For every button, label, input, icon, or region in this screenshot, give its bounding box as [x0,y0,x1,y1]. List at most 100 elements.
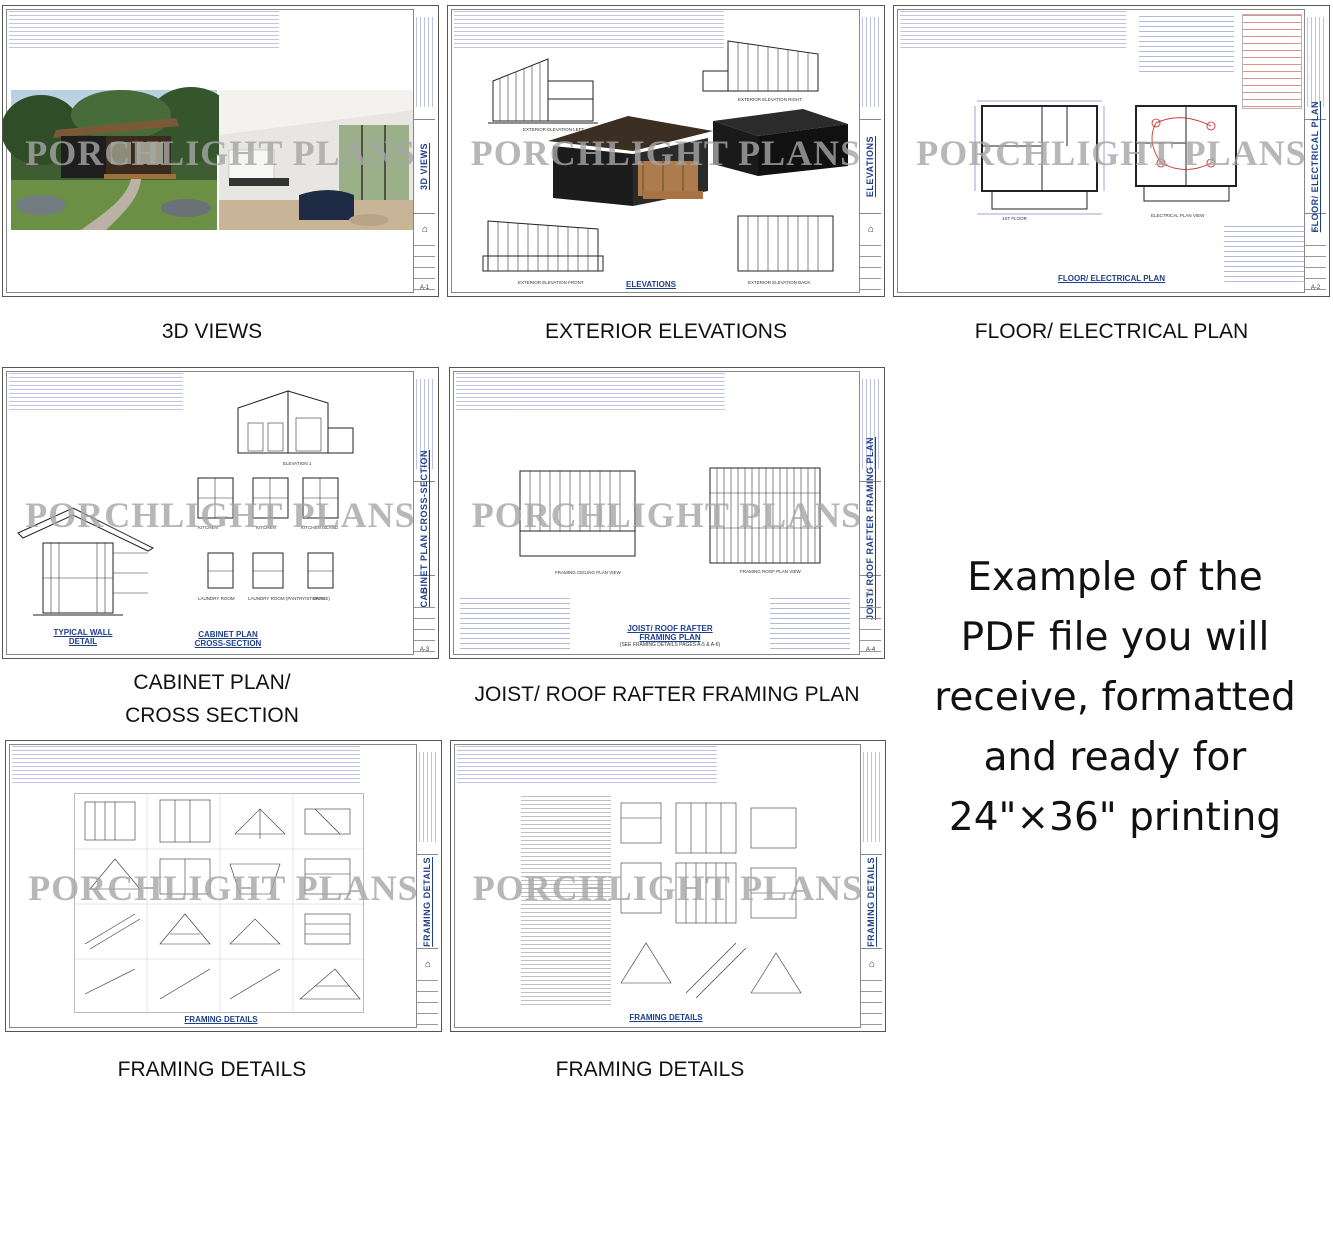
title-block: JOIST/ ROOF RAFTER FRAMING PLAN ⌂ A-4 [859,371,881,655]
house-logo-icon: ⌂ [867,586,875,597]
svg-text:EXTERIOR ELEVATION RIGHT: EXTERIOR ELEVATION RIGHT [738,97,802,102]
interior-render-image [219,90,413,230]
caption-framing-details-1: FRAMING DETAILS [117,1058,307,1081]
drawing-caption: FRAMING DETAILS [629,1013,703,1022]
example-line: PDF file you will [960,615,1270,660]
caption-exterior-elevations: EXTERIOR ELEVATIONS [545,320,787,343]
elevation-back-drawing: EXTERIOR ELEVATION BACK [737,215,834,285]
sheet-3d-views: PORCHLIGHT PLANS 3D VIEWS ⌂ A-1 [2,5,439,297]
ceiling-framing-plan-drawing: FRAMING CEILING PLAN VIEW [519,470,636,575]
example-line: receive, formatted [934,675,1296,720]
title-block: ELEVATIONS ⌂ [859,9,881,293]
example-line: and ready for [983,735,1247,780]
framing-spec-text [521,796,611,1006]
exterior-render-image [3,87,236,230]
title-block-sheet-name: FRAMING DETAILS [416,854,438,949]
typical-wall-detail-drawing [17,507,155,616]
caption-joist-roof-rafter: JOIST/ ROOF RAFTER FRAMING PLAN [474,683,860,706]
house-logo-icon: ⌂ [868,959,876,970]
general-notes-block [456,373,726,411]
caption-floor-electrical-plan: FLOOR/ ELECTRICAL PLAN [974,320,1249,343]
house-logo-icon: ⌂ [867,224,875,235]
roof-framing-plan-drawing: FRAMING ROOF PLAN VIEW [709,467,821,574]
drawing-caption: CABINET PLAN CROSS-SECTION [194,630,262,648]
svg-text:ELEVATION 1: ELEVATION 1 [283,461,312,466]
sheet-number: A-1 [419,285,430,291]
electrical-notes [1139,16,1234,76]
plan-notes [1224,226,1304,286]
framing-details-grid [616,793,806,1013]
elevation-right-drawing: EXTERIOR ELEVATION RIGHT [702,40,819,102]
sheet-cabinet-plan: ELEVATION 1 KITCHEN KITCHEN KITCHEN ISLA… [2,367,439,659]
general-notes-block [9,373,183,411]
sheet-number: A-4 [865,647,876,653]
svg-text:FRAMING ROOF PLAN VIEW: FRAMING ROOF PLAN VIEW [740,569,802,574]
drawing-caption: JOIST/ ROOF RAFTER FRAMING PLAN (SEE FRA… [600,624,740,648]
drawing-caption: ELEVATIONS [626,280,676,289]
svg-text:EXTERIOR ELEVATION BACK: EXTERIOR ELEVATION BACK [748,280,810,285]
house-logo-icon: ⌂ [1312,224,1320,235]
drawing-caption-line: FRAMING PLAN [639,633,701,642]
elevation-front-drawing: EXTERIOR ELEVATION FRONT [482,220,604,285]
example-line: Example of the [967,555,1263,600]
cross-section-elevation-drawing: ELEVATION 1 [237,390,354,466]
house-logo-icon: ⌂ [421,224,429,235]
title-block-sheet-name: FLOOR/ ELECTRICAL PLAN [1304,101,1326,232]
svg-text:ELECTRICAL PLAN VIEW: ELECTRICAL PLAN VIEW [1151,213,1205,218]
elevation-3d-render-back [713,109,848,176]
drawing-caption-line: JOIST/ ROOF RAFTER [627,624,713,633]
title-block: FRAMING DETAILS ⌂ [416,744,438,1028]
drawing-caption: FLOOR/ ELECTRICAL PLAN [1058,274,1165,283]
electrical-plan-drawing: ELECTRICAL PLAN VIEW [1135,105,1237,218]
sheet-exterior-elevations: EXTERIOR ELEVATION LEFT EXTERIOR ELEVATI… [447,5,885,297]
svg-text:BATH: BATH [313,596,325,601]
drawing-sub-caption: (SEE FRAMING DETAILS PAGES A-5 & A-6) [619,642,721,648]
framing-notes-right [770,598,850,653]
elevation-3d-render [548,116,713,206]
elevation-left-drawing: EXTERIOR ELEVATION LEFT [488,58,598,132]
drawing-caption: FRAMING DETAILS [184,1015,258,1024]
title-block-sheet-name: CABINET PLAN CROSS-SECTION [413,450,435,607]
example-line: 24"×36" printing [948,795,1282,840]
title-block-sheet-name: FRAMING DETAILS [860,854,882,949]
title-block-sheet-name: ELEVATIONS [859,119,881,214]
general-notes-block [9,11,279,49]
title-block: FLOOR/ ELECTRICAL PLAN ⌂ A-2 [1304,9,1326,293]
framing-notes-left [460,598,570,653]
cabinet-elevations-drawing: KITCHEN KITCHEN KITCHEN ISLAND LAUNDRY R… [197,477,339,601]
floor-plan-drawing: 1ST FLOOR [974,100,1105,221]
svg-text:LAUNDRY ROOM: LAUNDRY ROOM [198,596,235,601]
svg-text:EXTERIOR ELEVATION LEFT: EXTERIOR ELEVATION LEFT [523,127,584,132]
example-description: Example of the PDF file you will receive… [905,548,1325,848]
sheet-framing-details-2: PORCHLIGHT PLANS FRAMING DETAILS FRAMING… [450,740,886,1032]
general-notes-block [12,746,360,784]
caption-cabinet-plan: CABINET PLAN/ CROSS SECTION [2,666,422,732]
electrical-legend [1242,14,1302,109]
title-block-sheet-name: JOIST/ ROOF RAFTER FRAMING PLAN [859,437,881,620]
title-block: CABINET PLAN CROSS-SECTION ⌂ A-3 [413,371,435,655]
sheet-number: A-2 [1310,285,1321,291]
caption-line: CROSS SECTION [125,704,299,727]
general-notes-block [900,11,1127,49]
svg-text:EXTERIOR ELEVATION FRONT: EXTERIOR ELEVATION FRONT [518,280,584,285]
caption-line: CABINET PLAN/ [133,671,291,694]
general-notes-block [457,746,718,784]
svg-text:KITCHEN: KITCHEN [256,525,276,530]
title-block: 3D VIEWS ⌂ A-1 [413,9,435,293]
sheet-number: A-3 [419,647,430,653]
title-block: FRAMING DETAILS ⌂ [860,744,882,1028]
house-logo-icon: ⌂ [424,959,432,970]
house-logo-icon: ⌂ [421,586,429,597]
title-block-sheet-name: 3D VIEWS [413,119,435,214]
framing-details-grid [74,793,365,1014]
caption-framing-details-2: FRAMING DETAILS [555,1058,745,1081]
svg-text:KITCHEN ISLAND: KITCHEN ISLAND [301,525,339,530]
sheet-joist-roof-rafter: FRAMING CEILING PLAN VIEW FRAMING ROOF P… [449,367,885,659]
general-notes-block [454,11,725,49]
svg-text:LAUNDRY ROOM (PANTRY/STORAGE): LAUNDRY ROOM (PANTRY/STORAGE) [248,596,330,601]
sheet-floor-electrical-plan: 1ST FLOOR ELECTRICAL PLAN VIEW PORCHLIGH… [893,5,1330,297]
svg-text:1ST FLOOR: 1ST FLOOR [1002,216,1028,221]
svg-text:KITCHEN: KITCHEN [198,525,218,530]
svg-text:FRAMING CEILING PLAN VIEW: FRAMING CEILING PLAN VIEW [555,570,622,575]
sheet-framing-details-1: PORCHLIGHT PLANS FRAMING DETAILS FRAMING… [5,740,442,1032]
